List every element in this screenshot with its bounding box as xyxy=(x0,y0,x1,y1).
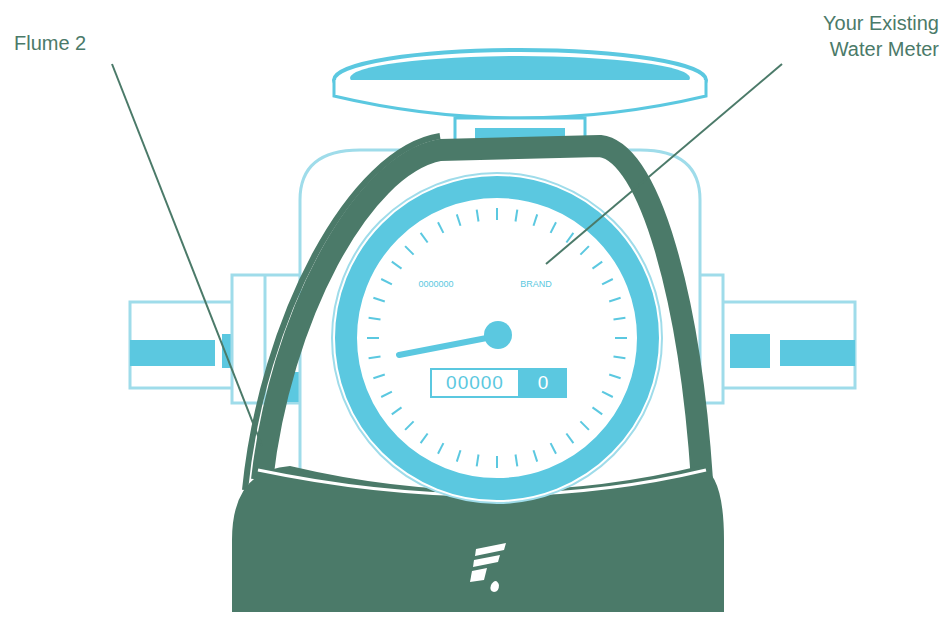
dial-tick xyxy=(477,455,479,467)
dial-tick xyxy=(457,450,461,461)
counter-digits: 0 xyxy=(538,372,550,394)
dial-tick xyxy=(392,407,402,414)
dial-tick xyxy=(381,279,392,284)
dial-tick xyxy=(367,337,379,339)
dial-tick xyxy=(369,357,381,359)
flume-logo xyxy=(470,543,506,592)
pipe-flow-right xyxy=(780,340,855,366)
dial-tick xyxy=(534,450,538,461)
dial-tick xyxy=(580,246,589,255)
dial-tick xyxy=(438,222,443,233)
dial-tick xyxy=(614,318,626,320)
dial-tick xyxy=(381,392,392,397)
dial-tick xyxy=(593,407,603,414)
leader-line xyxy=(112,64,262,446)
dial-tick xyxy=(580,421,589,430)
dial-tick xyxy=(421,233,428,243)
dial-ring xyxy=(346,187,648,489)
dial-tick xyxy=(593,262,603,269)
dial-tick xyxy=(421,434,428,444)
dial-tick xyxy=(609,298,620,302)
dial-tick xyxy=(614,357,626,359)
dial-tick xyxy=(373,375,384,379)
dial-tick xyxy=(373,298,384,302)
dial-tick xyxy=(369,318,381,320)
part-label: Your Existing Water Meter xyxy=(789,10,939,62)
meter-brand: BRAND xyxy=(520,279,552,291)
dial-tick xyxy=(534,214,538,225)
dial-tick xyxy=(392,262,402,269)
pipe-flow-left xyxy=(130,340,215,366)
dial-tick xyxy=(496,208,498,220)
counter-box: 00000 xyxy=(430,368,520,398)
dial-tick xyxy=(516,210,518,222)
lid-rim xyxy=(334,80,706,118)
dial-tick xyxy=(602,279,613,284)
dial-tick xyxy=(602,392,613,397)
dial-tick xyxy=(405,246,414,255)
dial-tick xyxy=(609,375,620,379)
dial-needle xyxy=(399,336,497,355)
leader-line xyxy=(546,64,782,264)
dial-tick xyxy=(551,222,556,233)
part-label: Flume 2 xyxy=(14,30,86,56)
dial-ticks xyxy=(367,208,627,468)
counter-digit-box: 0 xyxy=(520,368,567,398)
meter-serial: 0000000 xyxy=(418,279,453,291)
dial-tick xyxy=(496,456,498,468)
dial-tick xyxy=(438,443,443,454)
dial-tick xyxy=(405,421,414,430)
dial-tick xyxy=(457,214,461,225)
counter-digits: 00000 xyxy=(446,372,504,394)
dial-bezel xyxy=(332,173,662,503)
pipe-flow-right xyxy=(730,334,770,368)
dial-tick xyxy=(615,337,627,339)
dial-tick xyxy=(477,210,479,222)
dial-tick xyxy=(566,434,573,444)
needle-hub xyxy=(484,321,512,349)
dial-tick xyxy=(551,443,556,454)
dial-tick xyxy=(516,455,518,467)
